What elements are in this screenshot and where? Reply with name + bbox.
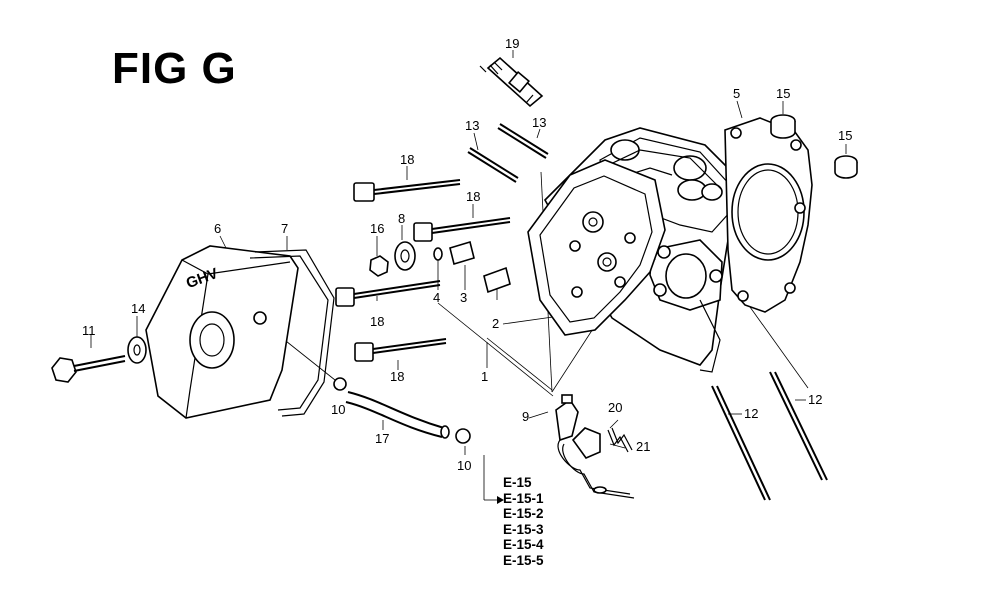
callout-21: 21: [636, 439, 651, 454]
spark-plug: [479, 56, 544, 108]
callout-11: 11: [82, 323, 96, 338]
callout-13-right: 13: [532, 115, 547, 130]
callout-10-right: 10: [457, 458, 472, 473]
breather-tube: [333, 377, 471, 444]
callout-4: 4: [433, 290, 441, 305]
callout-1: 1: [481, 369, 489, 384]
callout-16: 16: [370, 221, 385, 236]
reference-item[interactable]: E-15-2: [503, 506, 544, 521]
callout-17: 17: [375, 431, 390, 446]
callout-14: 14: [131, 301, 146, 316]
leader-lines: [90, 50, 847, 504]
small-parts: [369, 240, 511, 294]
long-studs: [711, 371, 828, 501]
callout-8: 8: [398, 211, 406, 226]
callout-5: 5: [733, 86, 741, 101]
bolts: [335, 179, 511, 362]
figure-title: FIG G: [112, 44, 237, 93]
callout-19: 19: [505, 36, 520, 51]
reference-item[interactable]: E-15-3: [503, 521, 544, 537]
dowel-pins: [770, 114, 858, 179]
washer-and-bolt: [51, 336, 147, 383]
callout-18-top: 18: [400, 152, 415, 167]
callout-20: 20: [608, 400, 623, 415]
callout-6: 6: [214, 221, 222, 236]
head-gasket: [724, 117, 813, 313]
callout-18-bottom: 18: [390, 369, 405, 384]
head-cover: [145, 245, 299, 419]
callout-12-right: 12: [808, 392, 823, 407]
callout-7: 7: [281, 221, 289, 236]
studs: [467, 123, 549, 183]
callout-12-left: 12: [744, 406, 759, 421]
reference-item[interactable]: E-15: [503, 475, 532, 490]
callout-2: 2: [492, 316, 500, 331]
reference-item[interactable]: E-15-4: [503, 537, 544, 552]
callout-18-middle: 18: [370, 314, 385, 329]
reference-list: E-15 E-15-1 E-15-2 E-15-3 E-15-4 E-15-5: [503, 475, 544, 568]
callout-15-upper: 15: [776, 86, 791, 101]
callout-9: 9: [522, 409, 530, 424]
oil-sensor: [555, 394, 635, 499]
callout-10-left: 10: [331, 402, 346, 417]
cover-gasket: [249, 249, 335, 417]
reference-item[interactable]: E-15-1: [503, 490, 544, 506]
callout-18-upper: 18: [466, 189, 481, 204]
callout-15-lower: 15: [838, 128, 853, 143]
rocker-chamber: [527, 159, 666, 336]
callout-3: 3: [460, 290, 468, 305]
callout-13-left: 13: [465, 118, 480, 133]
reference-item[interactable]: E-15-5: [503, 552, 544, 568]
